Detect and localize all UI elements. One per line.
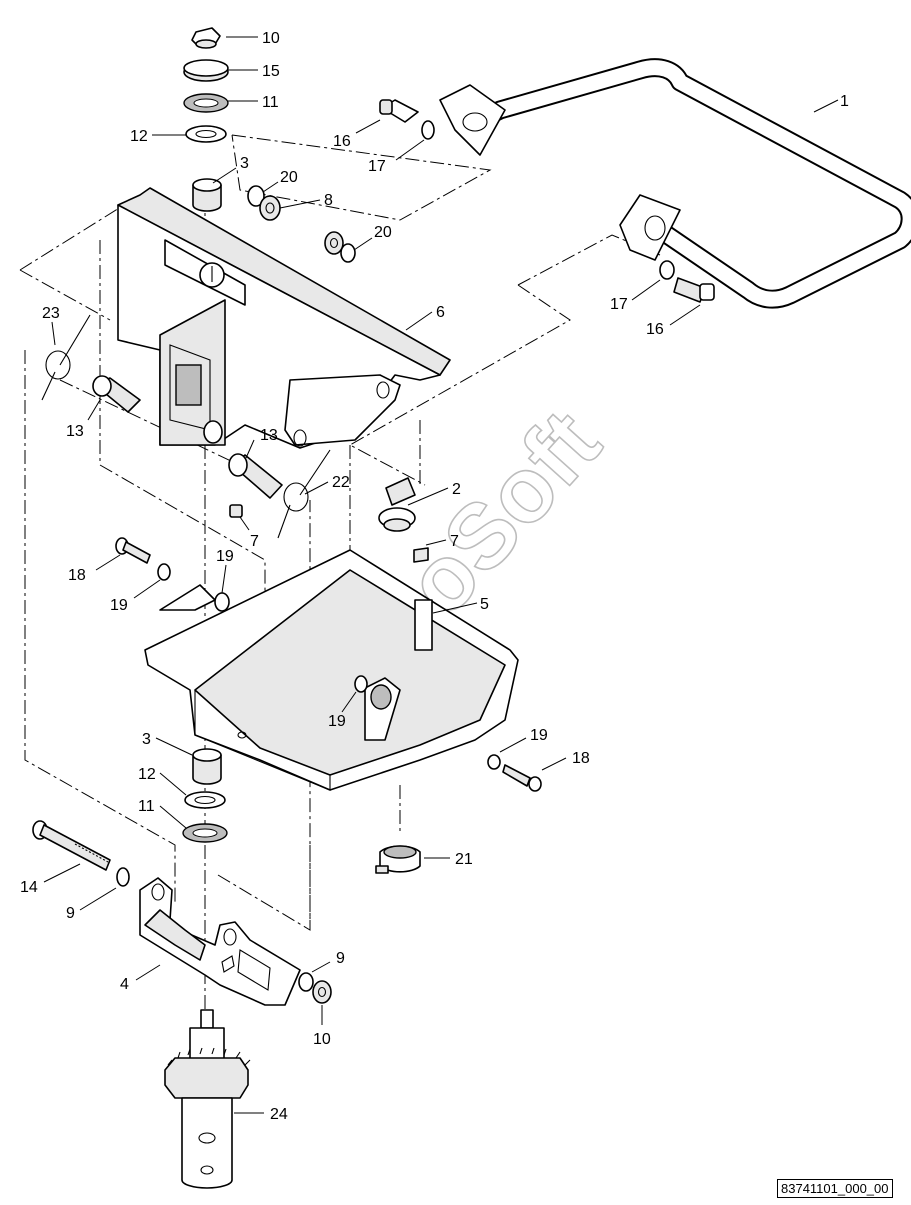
washer-17-upper xyxy=(421,120,435,140)
washer-17-lower xyxy=(659,260,675,280)
callout-10-upper: 10 xyxy=(262,30,280,47)
callout-21: 21 xyxy=(455,851,473,868)
washer-20-lower xyxy=(340,243,356,263)
callout-19-left-a: 19 xyxy=(110,597,128,614)
callout-19-right-b: 19 xyxy=(530,727,548,744)
callout-5: 5 xyxy=(480,596,489,613)
spring-23 xyxy=(41,314,91,401)
callout-16-lower: 16 xyxy=(646,321,664,338)
spacer-19-right-b xyxy=(487,754,501,770)
bolt-18-left xyxy=(115,537,151,564)
callout-7-left: 7 xyxy=(250,533,259,550)
bushing-3-upper xyxy=(192,178,222,212)
callout-22: 22 xyxy=(332,474,350,491)
spacer-19-left-b xyxy=(214,592,230,612)
washer-11-lower xyxy=(182,823,228,843)
spring-22 xyxy=(277,449,331,539)
clip-21 xyxy=(375,845,421,874)
callout-17-lower: 17 xyxy=(610,296,628,313)
bushing-3-lower xyxy=(192,748,222,785)
callout-18-right: 18 xyxy=(572,750,590,767)
callout-13-left: 13 xyxy=(66,423,84,440)
callout-leaders xyxy=(43,36,839,1114)
callout-9-left: 9 xyxy=(66,905,75,922)
gear-shaft-24 xyxy=(164,1009,251,1189)
rubber-pad-15 xyxy=(183,59,229,82)
callout-11-lower: 11 xyxy=(138,798,155,815)
callout-23: 23 xyxy=(42,305,60,322)
pivot-pin-13-left xyxy=(92,375,141,413)
callout-7-right: 7 xyxy=(450,533,459,550)
callout-12-upper: 12 xyxy=(130,128,148,145)
callout-24: 24 xyxy=(270,1106,288,1123)
callout-20-upper: 20 xyxy=(280,169,298,186)
callout-1: 1 xyxy=(840,93,849,110)
callout-16-upper: 16 xyxy=(333,133,351,150)
valve-2 xyxy=(378,477,416,532)
nut-10-upper xyxy=(191,27,221,49)
nut-8-upper xyxy=(259,195,281,221)
callout-13-center: 13 xyxy=(260,427,278,444)
bolt-16-upper xyxy=(379,99,419,123)
washer-20-upper xyxy=(247,185,265,207)
callout-10-lower: 10 xyxy=(313,1031,331,1048)
grease-nipple-7-left xyxy=(229,504,243,518)
callout-11-upper: 11 xyxy=(262,94,279,111)
long-bolt-14 xyxy=(32,820,111,871)
washer-12-lower xyxy=(184,791,226,809)
washer-11-upper xyxy=(183,93,229,113)
grease-nipple-7-right xyxy=(413,547,429,563)
washer-12-upper xyxy=(185,125,227,143)
main-housing xyxy=(117,187,451,449)
seat-frame-5 xyxy=(144,549,519,791)
callout-19-right-a: 19 xyxy=(328,713,346,730)
callout-8: 8 xyxy=(324,192,333,209)
callout-20-lower: 20 xyxy=(374,224,392,241)
callout-6: 6 xyxy=(436,304,445,321)
callout-2: 2 xyxy=(452,481,461,498)
callout-9-right: 9 xyxy=(336,950,345,967)
callout-18-left: 18 xyxy=(68,567,86,584)
pivot-pin-13-center xyxy=(228,453,283,499)
nut-10-lower xyxy=(312,980,332,1004)
callout-15: 15 xyxy=(262,63,280,80)
bolt-18-right xyxy=(502,764,542,792)
callout-17-upper: 17 xyxy=(368,158,386,175)
spacer-19-right-a xyxy=(354,675,368,693)
nut-8-lower xyxy=(324,231,344,255)
bracket-4 xyxy=(139,877,301,1006)
washer-9-left xyxy=(116,867,130,887)
figure-id-label: 83741101_000_00 xyxy=(777,1179,893,1198)
callout-3-upper: 3 xyxy=(240,155,249,172)
bolt-16-lower xyxy=(673,277,715,303)
callout-3-lower: 3 xyxy=(142,731,151,748)
callout-12-lower: 12 xyxy=(138,766,156,783)
callout-4: 4 xyxy=(120,976,129,993)
washer-9-right xyxy=(298,972,314,992)
callout-labels: 10 15 11 12 3 20 8 20 6 1 16 17 17 16 23… xyxy=(20,30,849,1123)
handle-tube xyxy=(439,58,911,309)
callout-19-left-b: 19 xyxy=(216,548,234,565)
spacer-19-left-a xyxy=(157,563,171,581)
callout-14: 14 xyxy=(20,879,38,896)
